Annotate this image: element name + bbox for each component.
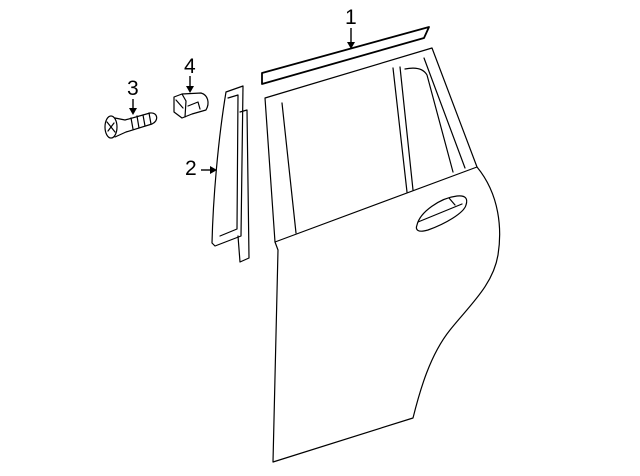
part-3-screw[interactable] bbox=[104, 112, 158, 139]
callout-2-arrow bbox=[201, 166, 217, 174]
callout-3-label[interactable]: 3 bbox=[127, 77, 139, 100]
part-1-molding[interactable] bbox=[261, 26, 430, 85]
callout-2-label[interactable]: 2 bbox=[185, 157, 197, 180]
callout-3-arrow bbox=[129, 99, 137, 115]
rear-door-panel bbox=[264, 47, 501, 463]
part-4-clip[interactable] bbox=[173, 92, 209, 119]
callout-1-arrow bbox=[347, 28, 355, 49]
part-2-applique[interactable] bbox=[211, 85, 250, 263]
callout-4-label[interactable]: 4 bbox=[184, 55, 196, 78]
callout-4-arrow bbox=[186, 76, 194, 93]
callout-1-label[interactable]: 1 bbox=[345, 6, 357, 29]
